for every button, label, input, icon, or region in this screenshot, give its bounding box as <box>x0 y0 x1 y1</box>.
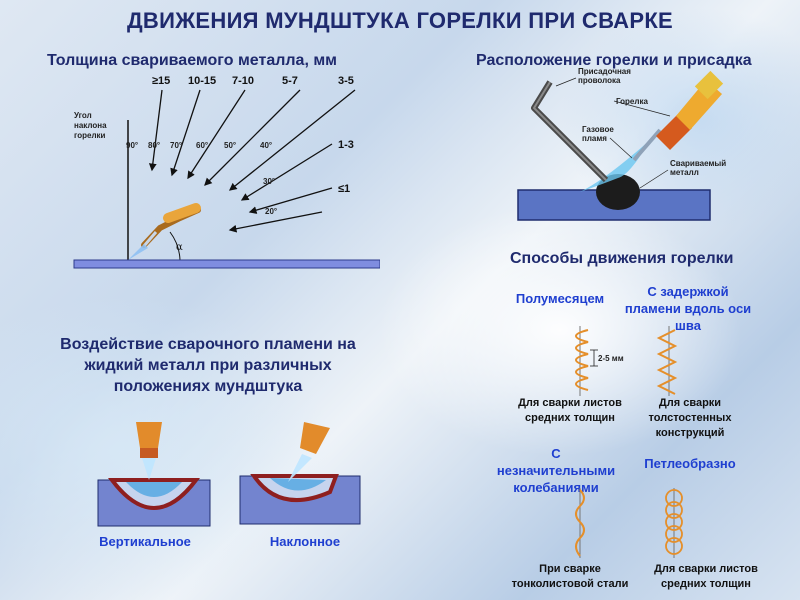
effect-heading: Воздействие сварочного пламени на жидкий… <box>60 336 356 395</box>
angle-value: 40° <box>260 141 272 150</box>
method-caption: Для сварки листов средних толщин <box>518 397 622 424</box>
methods-heading: Способы движения горелки <box>510 250 734 267</box>
angle-value: 50° <box>224 141 236 150</box>
angle-caption-1: Угол <box>74 111 92 120</box>
angle-diagram: ≥15 10-15 7-10 5-7 3-5 1-3 ≤1 Угол накло… <box>73 75 380 269</box>
method-title: С незначительными колебаниями <box>496 446 616 495</box>
thickness-label: ≥15 <box>152 75 170 87</box>
angle-value: 70° <box>170 141 182 150</box>
thickness-label: 5-7 <box>282 75 298 87</box>
alpha-symbol: α <box>176 242 183 253</box>
flame-label: Газовое <box>582 125 614 134</box>
angle-value: 90° <box>126 141 138 150</box>
thickness-label: 1-3 <box>338 139 354 151</box>
angle-value: 60° <box>196 141 208 150</box>
angle-value: 80° <box>148 141 160 150</box>
motion-diagram-loops <box>665 488 683 558</box>
motion-diagram-crescent: 2-5 мм <box>575 326 624 396</box>
torch-icon <box>128 203 201 260</box>
metal-label: металл <box>670 168 699 177</box>
wire-label: Присадочная <box>578 67 631 76</box>
metal-label: Свариваемый <box>670 159 726 168</box>
angle-caption-2: наклона <box>74 121 107 130</box>
method-caption: Для сварки толстостенных конструкций <box>648 397 732 439</box>
thickness-label: 3-5 <box>338 75 354 87</box>
thickness-label: 7-10 <box>232 75 254 87</box>
method-caption: Для сварки листов средних толщин <box>654 563 758 590</box>
thickness-label: 10-15 <box>188 75 216 87</box>
method-title: Петлеобразно <box>644 456 736 471</box>
angle-value: 20° <box>265 207 277 216</box>
position-heading: Расположение горелки и присадка <box>476 52 752 69</box>
thickness-label: ≤1 <box>338 183 350 195</box>
torch-label: Горелка <box>616 97 648 106</box>
flame-label: пламя <box>582 134 607 143</box>
thickness-heading: Толщина свариваемого металла, мм <box>47 52 338 69</box>
method-caption: При сварке тонколистовой стали <box>511 563 629 590</box>
caption-inclined: Наклонное <box>269 534 341 549</box>
caption-vertical: Вертикальное <box>99 534 191 549</box>
motion-diagram-slight <box>575 488 585 558</box>
page-title: ДВИЖЕНИЯ МУНДШТУКА ГОРЕЛКИ ПРИ СВАРКЕ <box>126 8 674 33</box>
flame-effect-diagram <box>97 422 361 527</box>
angle-value: 30° <box>263 177 275 186</box>
dimension-label: 2-5 мм <box>598 354 624 363</box>
method-title: Полумесяцем <box>515 291 605 306</box>
motion-diagram-delay <box>656 326 678 396</box>
method-title: С задержкой пламени вдоль оси шва <box>624 284 752 333</box>
angle-caption-3: горелки <box>74 131 106 140</box>
angle-arrows <box>148 89 356 233</box>
torch-position-diagram: Присадочная проволока Горелка Газовое пл… <box>517 67 726 221</box>
wire-label: проволока <box>578 76 621 85</box>
